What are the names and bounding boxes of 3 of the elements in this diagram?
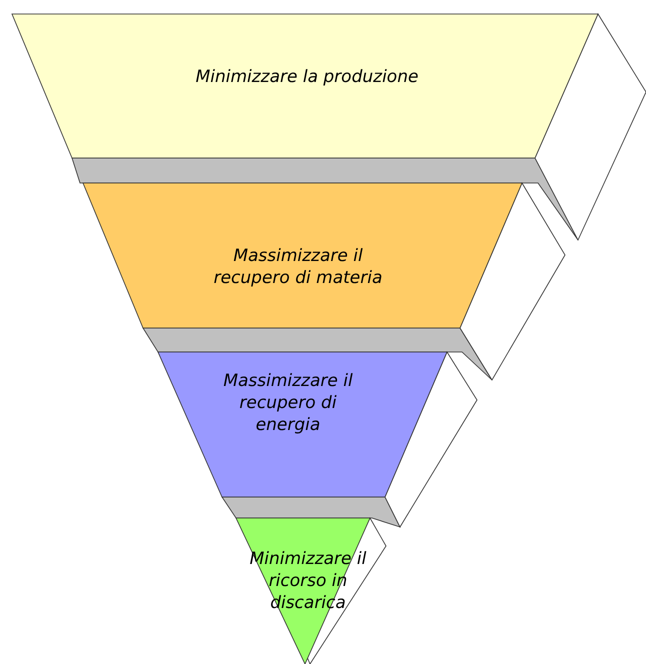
level-label: Minimizzare la produzione [194, 66, 420, 88]
level-label: Massimizzare il recupero di energia [222, 370, 354, 436]
level-label: Massimizzare il recupero di materia [212, 245, 384, 289]
